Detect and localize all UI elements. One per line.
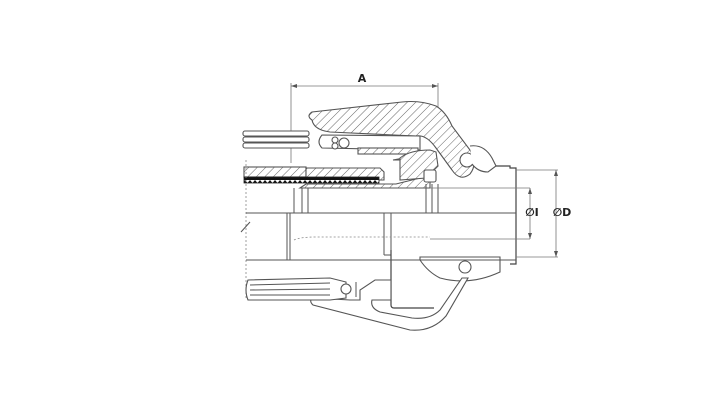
body-upper [243,149,517,265]
dimension-d-label: ∅D [553,206,572,219]
handle-arm-top [242,130,421,155]
dimension-a: A [290,72,439,163]
dimension-i-label: ∅I [525,206,539,219]
dimension-d: ∅D [516,169,572,258]
cam-lever-top [308,100,497,178]
bore [240,160,516,300]
handle-arm-bottom [245,277,357,301]
dimension-i: ∅I [430,187,539,240]
dimension-a-label: A [358,72,367,85]
